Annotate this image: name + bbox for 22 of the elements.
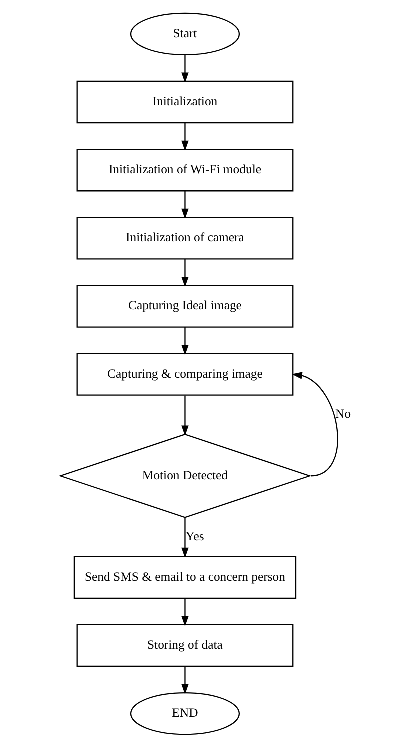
node-box: Capturing & comparing image xyxy=(76,353,294,396)
edge-label: No xyxy=(336,407,352,422)
arrow xyxy=(182,396,189,436)
arrow xyxy=(182,259,189,288)
arrow xyxy=(182,55,189,84)
node-box: Send SMS & email to a concern person xyxy=(74,556,297,599)
arrow xyxy=(292,372,338,477)
node-diamond: Motion Detected xyxy=(58,434,312,518)
node-box: Storing of data xyxy=(76,624,294,668)
node-box: Capturing Ideal image xyxy=(76,285,294,328)
edge-label: Yes xyxy=(186,530,204,544)
node-box: Initialization xyxy=(76,80,294,124)
node-ellipse: Start xyxy=(130,12,240,56)
arrow xyxy=(182,518,189,558)
arrow xyxy=(182,666,189,695)
arrow xyxy=(182,598,189,627)
node-ellipse: END xyxy=(130,692,240,736)
node-box: Initialization of camera xyxy=(76,217,294,260)
arrow xyxy=(182,123,189,152)
arrow xyxy=(182,191,189,220)
node-box: Initialization of Wi-Fi module xyxy=(76,149,294,192)
arrow xyxy=(182,327,189,356)
